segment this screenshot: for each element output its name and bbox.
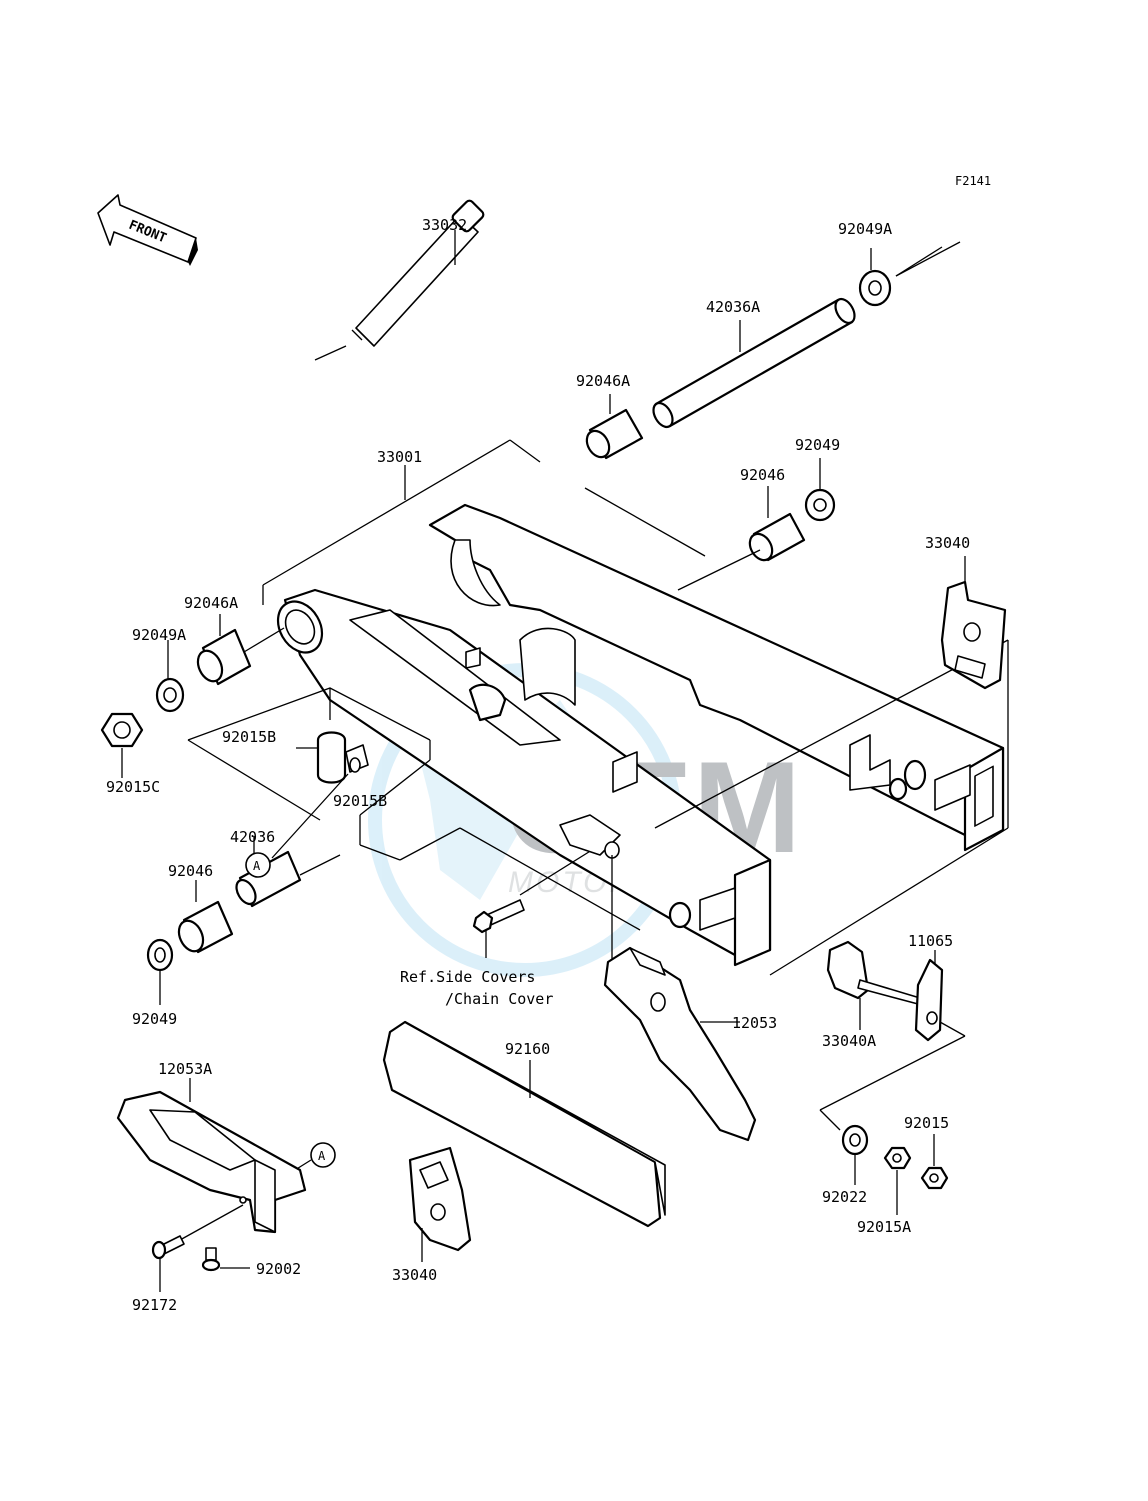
label-42036A: 42036A <box>706 298 760 316</box>
label-92046A-top: 92046A <box>576 372 630 390</box>
label-92015B-2: 92015B <box>333 792 387 810</box>
part-33032-pivot-shaft <box>314 199 485 361</box>
front-arrow-icon: FRONT <box>97 194 198 266</box>
label-92049A-top: 92049A <box>838 220 892 238</box>
label-33040A: 33040A <box>822 1032 876 1050</box>
label-92046-top: 92046 <box>740 466 785 484</box>
part-92172-screw <box>151 1235 185 1292</box>
ref-side-covers-note: Ref.Side Covers <box>400 968 535 986</box>
label-92046A-left: 92046A <box>184 594 238 612</box>
label-92022: 92022 <box>822 1188 867 1206</box>
label-92049A-left: 92049A <box>132 626 186 644</box>
label-92015A: 92015A <box>857 1218 911 1236</box>
label-42036: 42036 <box>230 828 275 846</box>
upper-pivot-kit <box>585 241 961 562</box>
label-12053A: 12053A <box>158 1060 212 1078</box>
label-33040-bottom: 33040 <box>392 1266 437 1284</box>
label-33001: 33001 <box>377 448 422 466</box>
label-92049-left: 92049 <box>132 1010 177 1028</box>
part-12053A-chain-cover <box>116 1078 307 1241</box>
lower-pivot-kit <box>146 836 341 1005</box>
callout-a-lower-text: A <box>318 1149 326 1163</box>
figure-code: F2141 <box>955 174 991 188</box>
part-33040-adjuster-plate-lower <box>408 1146 472 1262</box>
ref-chain-cover-note: /Chain Cover <box>445 990 553 1008</box>
part-12053-chain-guide <box>603 946 757 1142</box>
label-92049-top: 92049 <box>795 436 840 454</box>
collar-kit-92015B <box>187 687 641 931</box>
part-33001-swingarm <box>262 439 1009 976</box>
part-labels: 33032 92049A 42036A 92046A 33001 92049 9… <box>106 216 970 1314</box>
callout-a-upper: A <box>245 852 271 878</box>
part-92002-bolt <box>201 1247 250 1272</box>
label-92160: 92160 <box>505 1040 550 1058</box>
label-92015: 92015 <box>904 1114 949 1132</box>
label-33032: 33032 <box>422 216 467 234</box>
part-11065-plate <box>819 950 966 1111</box>
label-12053: 12053 <box>732 1014 777 1032</box>
label-11065: 11065 <box>908 932 953 950</box>
label-92002: 92002 <box>256 1260 301 1278</box>
part-33040-adjuster-plate <box>940 556 1007 690</box>
lower-right-hardware <box>819 1109 949 1215</box>
callout-a-lower: A <box>294 1142 336 1171</box>
label-92015B-1: 92015B <box>222 728 276 746</box>
label-92015C: 92015C <box>106 778 160 796</box>
part-92160-chain-slipper <box>382 1020 666 1228</box>
left-pivot-kit <box>100 614 285 778</box>
label-92046-left: 92046 <box>168 862 213 880</box>
part-33040A-adjuster-bolt <box>826 940 921 1030</box>
label-33040-top: 33040 <box>925 534 970 552</box>
callout-a-upper-text: A <box>253 859 261 873</box>
label-92172: 92172 <box>132 1296 177 1314</box>
